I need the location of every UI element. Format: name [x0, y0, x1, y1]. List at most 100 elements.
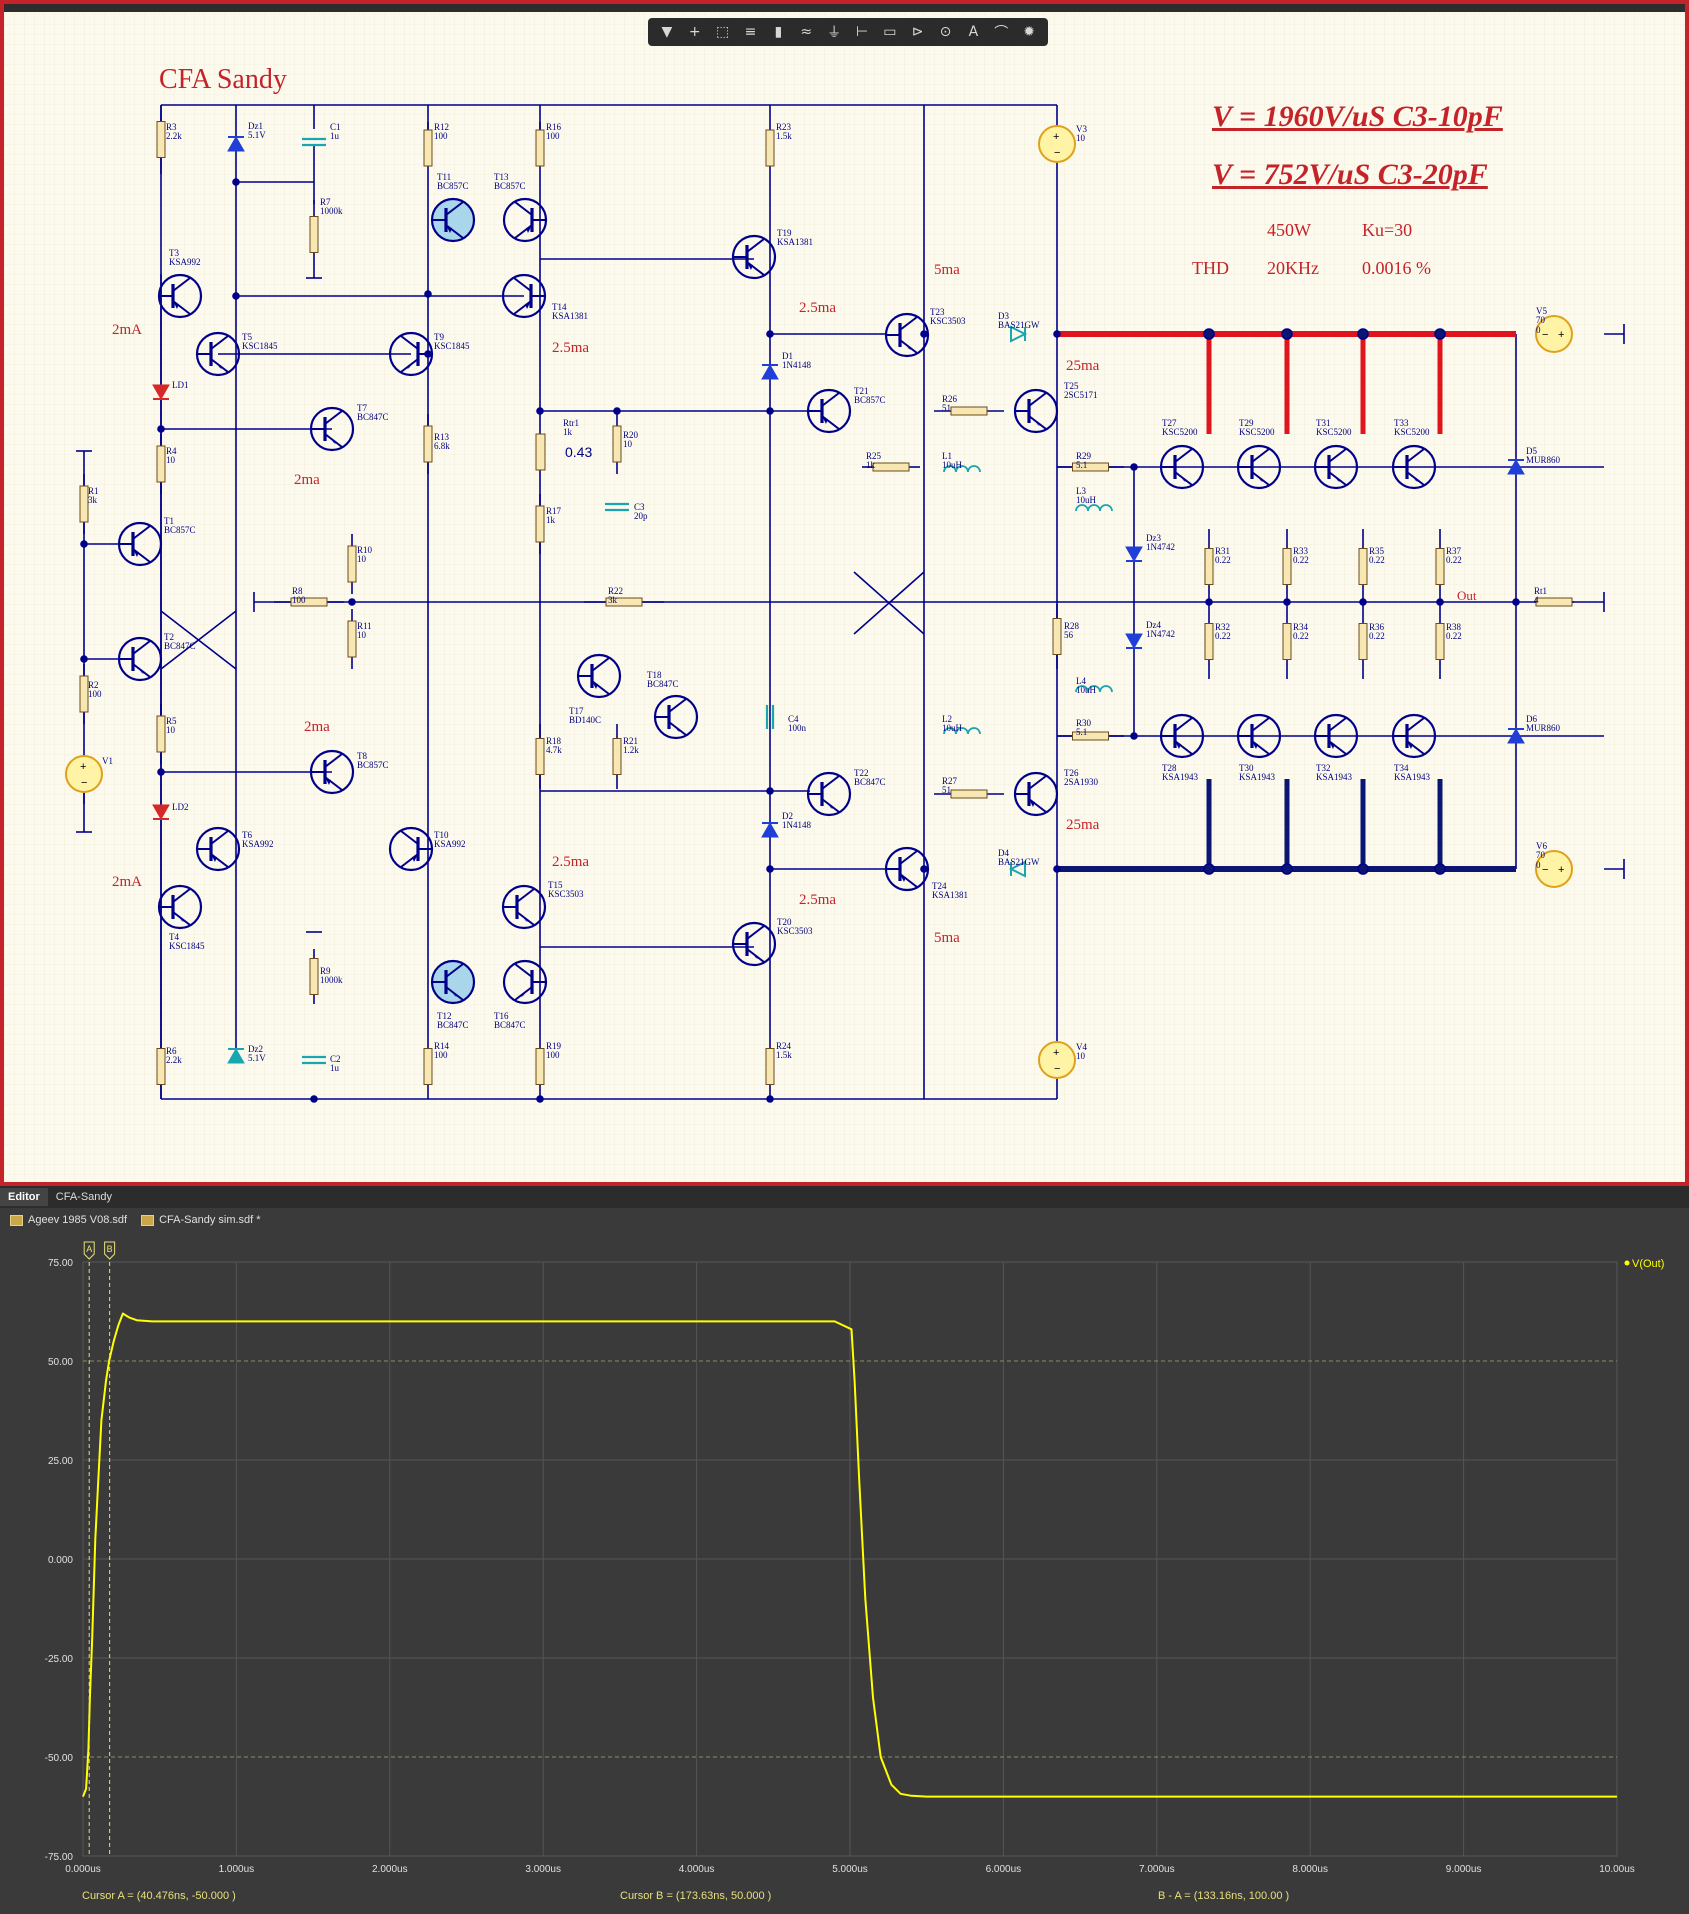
- tab-cfa-sandy[interactable]: CFA-Sandy: [55, 1191, 113, 1203]
- diode-d2-icon[interactable]: [761, 821, 779, 838]
- resistor-icon[interactable]: [535, 505, 545, 543]
- transistor-t3-icon[interactable]: [157, 273, 203, 319]
- inductor-l1-icon[interactable]: [943, 465, 981, 473]
- transistor-t26-icon[interactable]: [1013, 771, 1059, 817]
- diode-d6-icon[interactable]: [1507, 727, 1525, 744]
- resistor-icon[interactable]: [1072, 462, 1109, 472]
- transistor-t6-icon[interactable]: [195, 826, 241, 872]
- resistor-icon[interactable]: [290, 597, 328, 607]
- inductor-l4-icon[interactable]: [1075, 685, 1113, 693]
- resistor-icon[interactable]: [156, 715, 166, 753]
- transistor-t8-icon[interactable]: [309, 749, 355, 795]
- resistor-icon[interactable]: [872, 462, 910, 472]
- transistor-t20-icon[interactable]: [731, 921, 777, 967]
- voltage-source-v5-icon[interactable]: −+: [1535, 315, 1573, 353]
- doc-tab-ageev[interactable]: Ageev 1985 V08.sdf: [10, 1214, 127, 1226]
- diode-ld2-icon[interactable]: [152, 804, 170, 821]
- port-icon[interactable]: ⊳: [911, 24, 924, 40]
- component-icon[interactable]: ▮: [774, 24, 783, 40]
- resistor-icon[interactable]: [1072, 731, 1109, 741]
- voltage-source-v1-icon[interactable]: +−: [65, 755, 103, 793]
- transistor-t7-icon[interactable]: [309, 406, 355, 452]
- resistor-icon[interactable]: [79, 675, 89, 713]
- resistor-icon[interactable]: [1358, 623, 1368, 660]
- resistor-icon[interactable]: [1282, 548, 1292, 585]
- resistor-icon[interactable]: [156, 445, 166, 483]
- voltage-source-v3-icon[interactable]: +−: [1038, 125, 1076, 163]
- resistor-icon[interactable]: [423, 425, 433, 463]
- resistor-icon[interactable]: [1282, 623, 1292, 660]
- transistor-t25-icon[interactable]: [1013, 388, 1059, 434]
- transistor-t2-icon[interactable]: [117, 636, 163, 682]
- arc-icon[interactable]: ⌒: [994, 25, 1009, 41]
- resistor-icon[interactable]: [612, 425, 622, 463]
- cursor-a-handle[interactable]: A: [83, 1241, 95, 1260]
- diode-dz2-icon[interactable]: [227, 1047, 245, 1064]
- transistor-t22-icon[interactable]: [806, 771, 852, 817]
- resistor-icon[interactable]: [309, 958, 319, 995]
- transistor-t10-icon[interactable]: [388, 826, 434, 872]
- transistor-t5-icon[interactable]: [195, 331, 241, 377]
- diode-d1-icon[interactable]: [761, 363, 779, 380]
- resistor-icon[interactable]: [309, 216, 319, 253]
- transistor-t23-icon[interactable]: [884, 312, 930, 358]
- cursor-b-handle[interactable]: B: [104, 1241, 116, 1260]
- resistor-icon[interactable]: [1204, 623, 1214, 660]
- diode-d5-icon[interactable]: [1507, 458, 1525, 475]
- trimmer-rtr1-icon[interactable]: [535, 433, 546, 471]
- crosshair-icon[interactable]: +: [688, 24, 701, 40]
- resistor-icon[interactable]: [423, 129, 433, 167]
- resistor-icon[interactable]: [347, 545, 357, 583]
- probe-icon[interactable]: ⊙: [939, 24, 952, 40]
- select-rect-icon[interactable]: ⬚: [716, 24, 730, 40]
- resistor-icon[interactable]: [612, 738, 622, 775]
- transistor-t15-icon[interactable]: [501, 884, 547, 930]
- filter-icon[interactable]: ▼: [661, 24, 673, 40]
- transistor-t18-icon[interactable]: [653, 694, 699, 740]
- resistor-icon[interactable]: [1358, 548, 1368, 585]
- resistor-icon[interactable]: [1535, 597, 1573, 607]
- transistor-t12-icon[interactable]: [430, 959, 476, 1005]
- diode-ld1-icon[interactable]: [152, 384, 170, 401]
- transistor-t1-icon[interactable]: [117, 521, 163, 567]
- transistor-t9-icon[interactable]: [388, 331, 434, 377]
- wire-icon[interactable]: ≈: [800, 24, 813, 40]
- resistor-icon[interactable]: [605, 597, 643, 607]
- transistor-t14-icon[interactable]: [501, 273, 547, 319]
- capacitor-c4-icon[interactable]: [765, 705, 775, 729]
- diode-d3-icon[interactable]: [1010, 325, 1028, 343]
- resistor-icon[interactable]: [765, 129, 775, 167]
- resistor-icon[interactable]: [950, 406, 988, 416]
- resistor-icon[interactable]: [535, 1048, 545, 1085]
- diode-dz3-icon[interactable]: [1125, 546, 1143, 563]
- resistor-icon[interactable]: [156, 121, 166, 158]
- sheet-icon[interactable]: ▭: [883, 24, 897, 40]
- resistor-icon[interactable]: [1435, 548, 1445, 585]
- tab-editor[interactable]: Editor: [0, 1188, 48, 1206]
- resistor-icon[interactable]: [1435, 623, 1445, 660]
- diode-dz4-icon[interactable]: [1125, 633, 1143, 650]
- transistor-t13-icon[interactable]: [502, 197, 548, 243]
- transistor-t32-icon[interactable]: [1313, 713, 1359, 759]
- transistor-t33-icon[interactable]: [1391, 444, 1437, 490]
- resistor-icon[interactable]: [535, 129, 545, 167]
- resistor-icon[interactable]: [535, 738, 545, 775]
- transistor-t19-icon[interactable]: [731, 234, 777, 280]
- transistor-t11-icon[interactable]: [430, 197, 476, 243]
- resistor-icon[interactable]: [423, 1048, 433, 1085]
- voltage-source-v6-icon[interactable]: −+: [1535, 850, 1573, 888]
- capacitor-c3-icon[interactable]: [605, 502, 629, 512]
- transistor-t28-icon[interactable]: [1159, 713, 1205, 759]
- transistor-t31-icon[interactable]: [1313, 444, 1359, 490]
- sun-icon[interactable]: ✹: [1023, 24, 1035, 40]
- inductor-l2-icon[interactable]: [943, 727, 981, 735]
- doc-tab-cfa-sim[interactable]: CFA-Sandy sim.sdf *: [141, 1214, 261, 1226]
- transistor-t17-icon[interactable]: [576, 653, 622, 699]
- transistor-t21-icon[interactable]: [806, 388, 852, 434]
- transistor-t27-icon[interactable]: [1159, 444, 1205, 490]
- resistor-icon[interactable]: [1204, 548, 1214, 585]
- diode-dz1-icon[interactable]: [227, 135, 245, 152]
